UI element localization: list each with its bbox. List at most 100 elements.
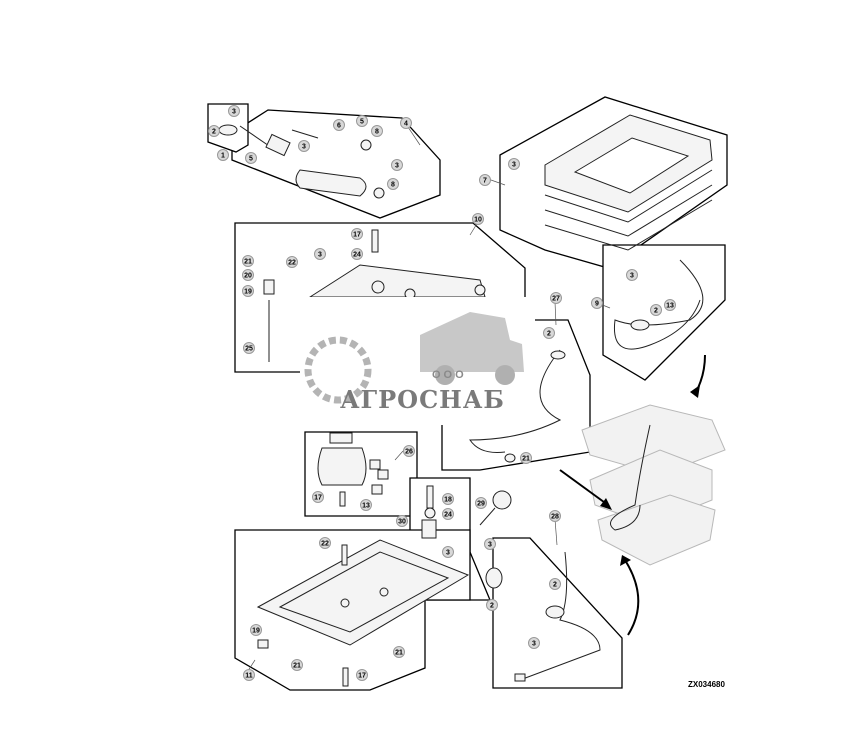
callout-label: 30	[398, 519, 406, 526]
callout-label: 2	[547, 331, 551, 338]
callout-17-a: 17	[351, 228, 363, 240]
callout-2-b: 2	[543, 327, 555, 339]
callout-19-b: 19	[250, 624, 262, 636]
callout-label: 7	[483, 178, 487, 185]
panel-pump-group	[231, 109, 441, 219]
harness-27	[469, 349, 566, 463]
callout-3-a: 3	[228, 105, 240, 117]
callout-2-a: 2	[208, 125, 220, 137]
callout-21-a: 21	[242, 255, 254, 267]
callout-label: 21	[395, 650, 403, 657]
harness-9-cable	[613, 259, 704, 350]
callout-label: 3	[302, 144, 306, 151]
overview-lower	[597, 494, 716, 566]
cushion-bellows-3	[544, 199, 713, 251]
callout-19-a: 19	[242, 285, 254, 297]
callout-label: 4	[404, 121, 408, 128]
bolt-shaft	[479, 507, 496, 526]
callout-label: 3	[395, 163, 399, 170]
callout-27: 27	[550, 292, 562, 304]
bolt-22	[341, 544, 348, 566]
callout-label: 5	[249, 156, 253, 163]
valve-body	[265, 133, 291, 157]
cushion-opening	[573, 137, 690, 194]
callout-label: 18	[444, 497, 452, 504]
harness-9	[613, 259, 704, 350]
arrowhead-3	[620, 555, 631, 566]
watermark-wheel-1	[435, 365, 455, 385]
callout-label: 3	[318, 252, 322, 259]
callout-24-a: 24	[351, 248, 363, 260]
sleeve-30	[421, 519, 437, 539]
harness-28-cable	[519, 551, 601, 681]
callout-21-b: 21	[520, 452, 532, 464]
callout-label: 3	[232, 109, 236, 116]
callout-label: 3	[630, 273, 634, 280]
callout-label: 25	[245, 346, 253, 353]
callout-11: 11	[243, 669, 255, 681]
callout-label: 24	[353, 252, 361, 259]
callout-label: 10	[474, 217, 482, 224]
callout-label: 24	[444, 512, 452, 519]
callout-label: 8	[375, 129, 379, 136]
callout-24-b: 24	[442, 508, 454, 520]
air-spring-assembly	[317, 432, 389, 507]
clip-part	[218, 124, 238, 136]
callout-20: 20	[242, 269, 254, 281]
callouts: 1 2 3 5 3 6 4 5 8 3 8 7 3 10 17 24 3 22 …	[208, 105, 676, 681]
harness-27-cable	[469, 349, 562, 453]
linkage-pivot-3	[474, 284, 486, 296]
callout-9: 9	[591, 297, 603, 309]
callout-3-e: 3	[314, 248, 326, 260]
callout-label: 13	[666, 303, 674, 310]
callout-30: 30	[396, 515, 408, 527]
callout-label: 2	[654, 308, 658, 315]
callout-5-b: 5	[356, 115, 368, 127]
harness-9-clamp	[630, 319, 650, 331]
callout-28: 28	[549, 510, 561, 522]
bump-stop-2	[377, 469, 389, 480]
callout-2-e: 2	[549, 578, 561, 590]
callout-label: 2	[553, 582, 557, 589]
base-frame	[256, 539, 470, 687]
callout-label: 3	[488, 542, 492, 549]
callout-2-c: 2	[650, 304, 662, 316]
watermark-machine	[420, 312, 524, 372]
part-19	[257, 639, 269, 649]
callout-29: 29	[475, 497, 487, 509]
watermark-line1: ООО	[432, 369, 467, 381]
bump-stop-3	[371, 484, 383, 495]
callout-4: 4	[400, 117, 412, 129]
callout-5-a: 5	[245, 152, 257, 164]
watermark-logo: ООО АГРОСНАБ	[300, 297, 535, 425]
callout-label: 22	[321, 541, 329, 548]
callout-2-d: 2	[486, 599, 498, 611]
callout-21-c: 21	[291, 659, 303, 671]
callout-label: 3	[532, 641, 536, 648]
callout-label: 21	[244, 259, 252, 266]
seal-ring-upper	[360, 139, 372, 151]
callout-8-a: 8	[371, 125, 383, 137]
callout-label: 2	[490, 603, 494, 610]
callout-label: 3	[446, 550, 450, 557]
arrowhead-1	[690, 385, 700, 398]
base-hole-1	[340, 598, 350, 608]
panel-harness-9	[602, 244, 726, 381]
callout-label: 17	[314, 495, 322, 502]
callout-label: 11	[245, 673, 253, 680]
air-spring-cap	[329, 432, 353, 444]
callout-25: 25	[243, 342, 255, 354]
callout-10: 10	[472, 213, 484, 225]
callout-3-i: 3	[528, 637, 540, 649]
callout-3-f: 3	[626, 269, 638, 281]
watermark-wheel-2	[495, 365, 515, 385]
seat-suspension-overview	[581, 404, 726, 566]
callout-label: 21	[522, 456, 530, 463]
seat-cushion-frame	[544, 114, 713, 251]
callout-label: 29	[477, 501, 485, 508]
seal-ring-lower	[373, 187, 385, 199]
callout-6: 6	[333, 119, 345, 131]
callout-label: 13	[362, 503, 370, 510]
harness-28-clamp	[545, 605, 565, 619]
